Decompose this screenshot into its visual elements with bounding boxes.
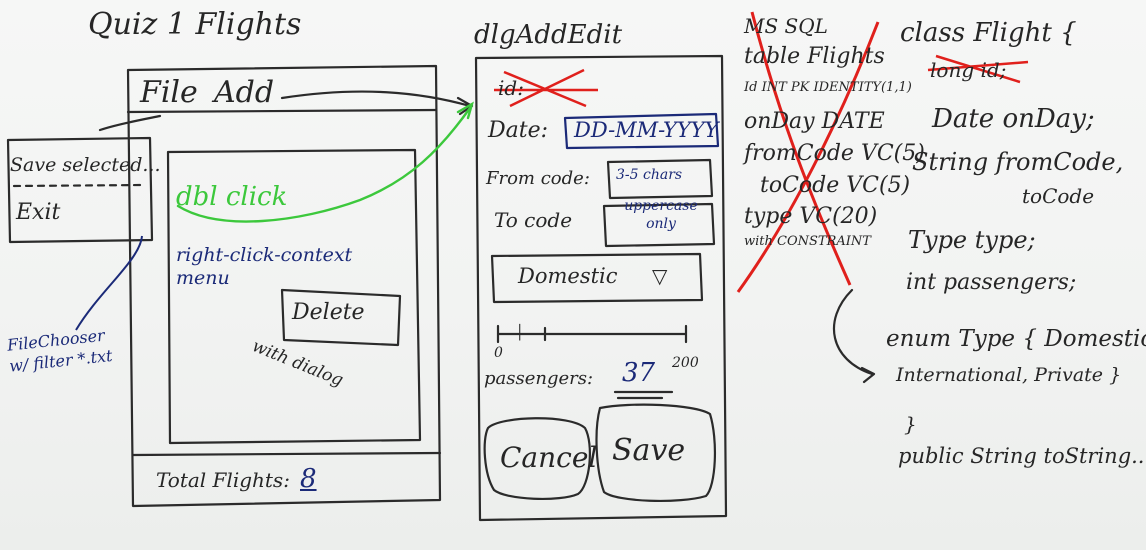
slider-max: 200: [672, 355, 699, 371]
class-line: long id;: [930, 58, 1007, 82]
from-code-input[interactable]: 3-5 chars: [616, 167, 683, 183]
sql-line: toCode VC(5): [760, 172, 911, 198]
sql-line: fromCode VC(5): [744, 140, 925, 166]
type-combo-frame: [490, 252, 704, 304]
to-field-frame: [602, 202, 716, 248]
file-menu-dropdown: [6, 136, 154, 244]
passengers-value: 37: [622, 358, 656, 388]
menu-item-exit[interactable]: Exit: [16, 200, 61, 225]
sql-line: with CONSTRAINT: [744, 234, 871, 250]
class-line: International, Private }: [896, 364, 1122, 386]
passengers-label: passengers:: [484, 368, 594, 389]
type-combo-value[interactable]: Domestic: [518, 264, 618, 288]
status-bar-line: [131, 451, 442, 457]
sql-line: type VC(20): [744, 204, 878, 230]
date-label: Date:: [488, 118, 549, 143]
sql-line: Id INT PK IDENTITY(1,1): [744, 79, 912, 95]
dialog-frame: [474, 54, 728, 522]
slider-track: [496, 324, 688, 344]
to-code-input[interactable]: uppercase only: [624, 198, 698, 232]
save-button-frame: [595, 403, 717, 502]
menu-separator: [12, 183, 146, 188]
sql-schema: MS SQL table Flights Id INT PK IDENTITY(…: [744, 12, 944, 252]
menu-bar-line: [126, 108, 438, 114]
passengers-underline: [613, 390, 674, 400]
sql-line: onDay DATE: [744, 108, 885, 134]
slider-min: 0: [494, 345, 503, 361]
file-chooser-arrow: [75, 235, 143, 331]
cancel-button-frame: [483, 417, 591, 501]
dialog-title: dlgAddEdit: [474, 20, 623, 50]
from-code-label: From code:: [486, 168, 590, 189]
class-line: Date onDay;: [932, 104, 1095, 134]
menu-add[interactable]: Add: [214, 75, 275, 110]
dbl-click-note: dbl click: [176, 182, 288, 212]
menu-item-save-selected[interactable]: Save selected...: [10, 154, 161, 176]
id-label: id:: [498, 76, 524, 100]
class-line: int passengers;: [906, 270, 1077, 295]
class-line: Type type;: [908, 226, 1036, 254]
date-input[interactable]: DD-MM-YYYY: [574, 118, 719, 142]
context-menu-note: right-click-context menu: [176, 244, 353, 289]
enum-arrow: [832, 288, 876, 384]
to-code-label: To code: [494, 208, 573, 232]
class-line: public String toString...: [898, 444, 1146, 468]
sql-line: table Flights: [744, 44, 885, 69]
status-count: 8: [300, 464, 317, 494]
from-field-frame: [606, 158, 714, 200]
green-arrow: [176, 101, 474, 223]
cancel-button[interactable]: Cancel: [500, 441, 598, 474]
status-label: Total Flights:: [156, 468, 290, 492]
slider-thumb[interactable]: │: [515, 325, 525, 341]
delete-menu-frame: [280, 288, 402, 347]
class-line: }: [904, 412, 917, 436]
main-window-frame: [126, 64, 442, 508]
menu-file[interactable]: File: [140, 75, 198, 110]
class-line: String fromCode,: [912, 148, 1124, 176]
save-button[interactable]: Save: [612, 433, 686, 468]
class-line: class Flight {: [900, 18, 1077, 48]
file-menu-pointer: [98, 114, 162, 132]
sql-line: MS SQL: [744, 14, 828, 38]
context-menu-delete[interactable]: Delete: [292, 300, 365, 325]
chevron-down-icon[interactable]: ▽: [652, 264, 668, 288]
date-field-frame: [563, 112, 720, 150]
board-title: Quiz 1 Flights: [88, 7, 302, 42]
class-line: enum Type { Domestic: [886, 326, 1146, 352]
class-line: toCode: [1022, 184, 1095, 208]
list-panel-frame: [166, 148, 422, 445]
